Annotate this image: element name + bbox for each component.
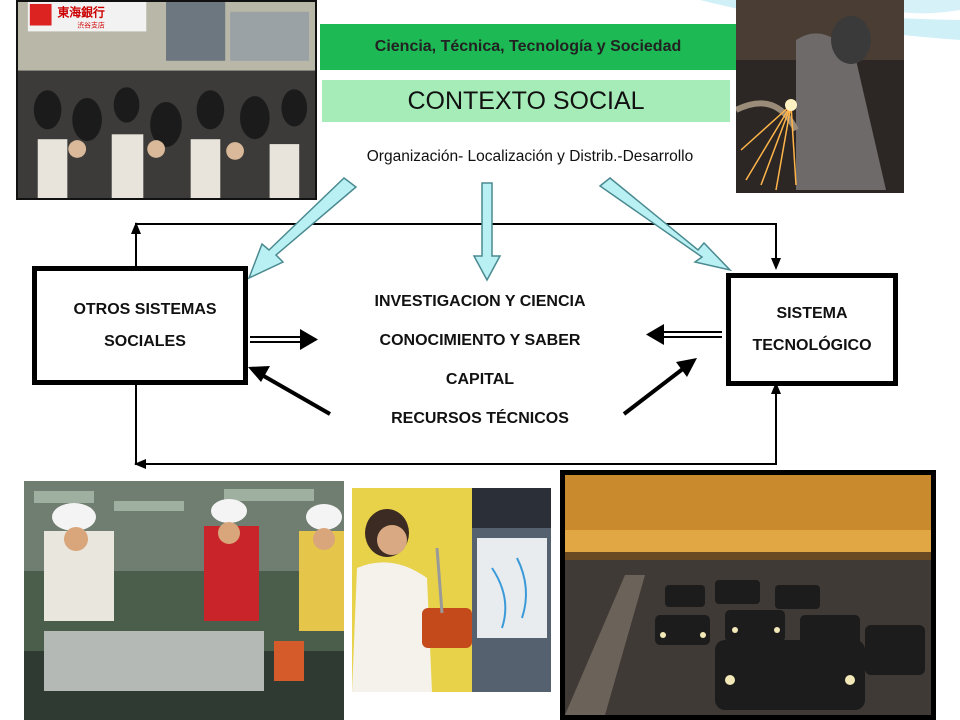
welder-photo: [736, 0, 904, 193]
page-title: Ciencia, Técnica, Tecnología y Sociedad: [374, 38, 682, 55]
caption-strip: [720, 193, 912, 213]
crowd-photo: 東海銀行 渋谷支店: [16, 0, 317, 200]
bank-sign-text: 東海銀行: [56, 6, 105, 20]
right-box-line1: SISTEMA: [776, 305, 848, 323]
left-box-line1: OTROS SISTEMAS: [73, 301, 217, 319]
center-item-conocimiento: CONOCIMIENTO Y SABER: [379, 332, 581, 349]
subtitle-banner: CONTEXTO SOCIAL: [322, 80, 730, 122]
center-item-recursos: RECURSOS TÉCNICOS: [391, 410, 569, 427]
center-factors-list: INVESTIGACION Y CIENCIA CONOCIMIENTO Y S…: [320, 287, 640, 443]
traffic-highway-photo: [560, 470, 936, 720]
right-box-line2: TECNOLÓGICO: [752, 336, 872, 354]
sistema-tecnologico-box: SISTEMA TECNOLÓGICO: [726, 273, 898, 386]
otros-sistemas-box: OTROS SISTEMAS SOCIALES: [32, 266, 248, 385]
factory-workers-photo: [24, 481, 344, 720]
caption-text: Organización- Localización y Distrib.-De…: [366, 148, 694, 165]
center-item-capital: CAPITAL: [445, 371, 515, 388]
title-banner: Ciencia, Técnica, Tecnología y Sociedad: [320, 24, 736, 70]
center-item-investigacion: INVESTIGACION Y CIENCIA: [374, 293, 586, 310]
bank-sign-subtext: 渋谷支店: [77, 21, 105, 30]
context-title: CONTEXTO SOCIAL: [407, 86, 645, 115]
lab-scientist-photo: [352, 488, 551, 692]
left-box-line2: SOCIALES: [104, 332, 186, 350]
